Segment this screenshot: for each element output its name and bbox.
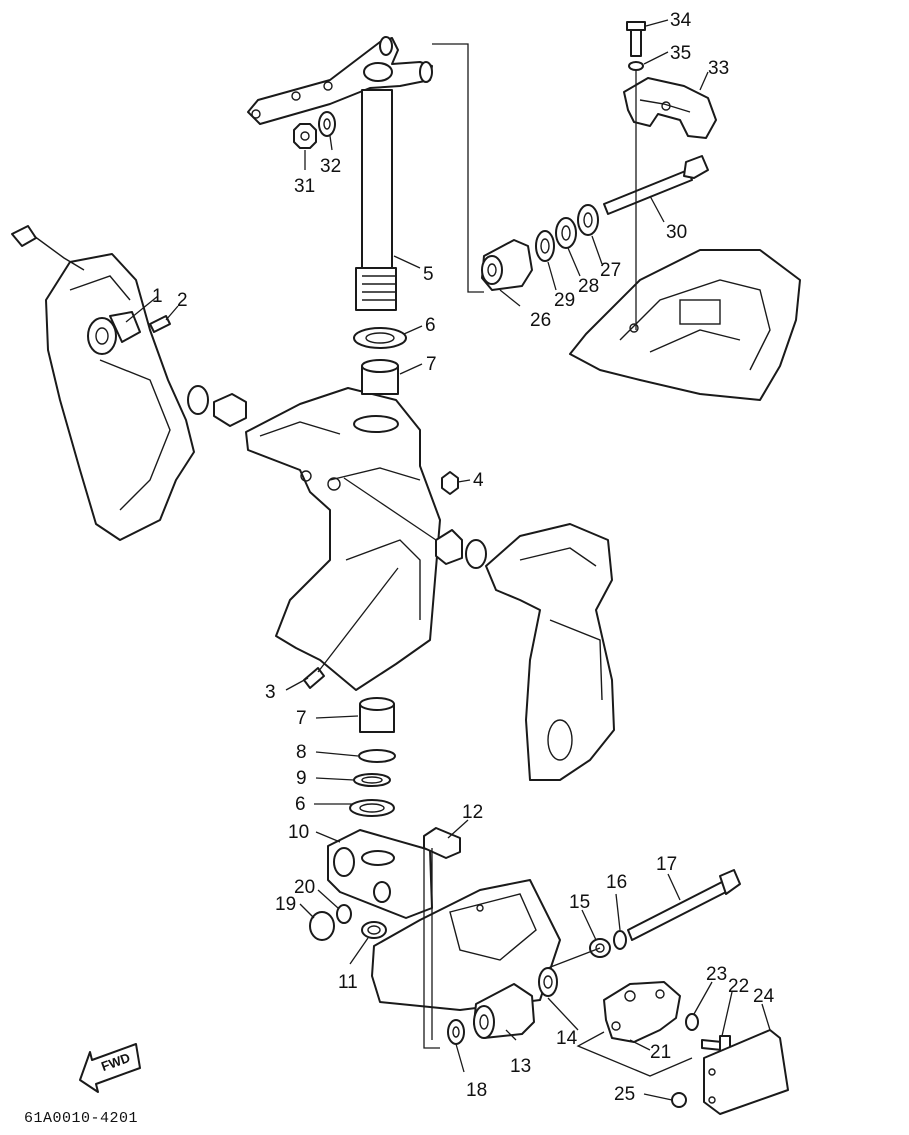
washer-27 bbox=[577, 204, 599, 236]
callout-6b: 6 bbox=[295, 794, 306, 815]
callout-31: 31 bbox=[294, 176, 315, 197]
bolt-34 bbox=[626, 21, 646, 57]
steering-arm bbox=[247, 36, 433, 125]
mount-cover-33 bbox=[623, 77, 717, 139]
nut-31 bbox=[293, 123, 317, 149]
callout-12: 12 bbox=[462, 802, 483, 823]
callout-5: 5 bbox=[423, 264, 434, 285]
callout-20: 20 bbox=[294, 877, 315, 898]
assembly-lines bbox=[317, 43, 693, 1077]
callout-28: 28 bbox=[578, 276, 599, 297]
callout-labels: 1 2 3 4 5 6 6 7 7 8 9 10 11 12 13 14 15 bbox=[125, 10, 775, 1105]
washer-28 bbox=[555, 217, 577, 249]
washer-29 bbox=[535, 230, 555, 262]
pivot-bushing-right bbox=[435, 529, 487, 569]
washer-18 bbox=[447, 1019, 465, 1045]
washer-32 bbox=[318, 111, 336, 137]
callout-22: 22 bbox=[728, 976, 749, 997]
screw-2 bbox=[149, 315, 171, 333]
callout-14: 14 bbox=[556, 1028, 578, 1049]
bushing-6-lower bbox=[349, 799, 395, 817]
bolt-30 bbox=[603, 155, 709, 215]
callout-34: 34 bbox=[670, 10, 692, 31]
bushing-7-lower bbox=[359, 697, 395, 733]
callout-10: 10 bbox=[288, 822, 309, 843]
callout-19: 19 bbox=[275, 894, 296, 915]
o-ring-8 bbox=[358, 749, 396, 763]
steering-shaft bbox=[355, 89, 397, 311]
trim-sensor-lead bbox=[11, 225, 141, 343]
callout-21: 21 bbox=[650, 1042, 671, 1063]
grease-nipple-3 bbox=[303, 667, 325, 689]
clamp-bracket-left bbox=[45, 253, 195, 541]
washer-14 bbox=[538, 967, 558, 997]
callout-25: 25 bbox=[614, 1084, 635, 1105]
callout-17: 17 bbox=[656, 854, 677, 875]
callout-23: 23 bbox=[706, 964, 727, 985]
swivel-bracket bbox=[245, 387, 441, 691]
washer-9 bbox=[353, 773, 391, 787]
callout-27: 27 bbox=[600, 260, 621, 281]
callout-18: 18 bbox=[466, 1080, 487, 1101]
callout-3: 3 bbox=[265, 682, 276, 703]
callout-7b: 7 bbox=[296, 708, 307, 729]
bushing-6-upper bbox=[353, 327, 407, 349]
lower-mount-housing-10 bbox=[327, 829, 433, 919]
bolt-17 bbox=[627, 869, 741, 941]
washer-16 bbox=[613, 930, 627, 950]
fwd-arrow: FWD bbox=[79, 1043, 141, 1093]
washer-23 bbox=[685, 1013, 699, 1031]
callout-15: 15 bbox=[569, 892, 590, 913]
nut-4 bbox=[441, 471, 459, 495]
callout-2: 2 bbox=[177, 290, 188, 311]
callout-7: 7 bbox=[426, 354, 437, 375]
mount-bracket-21 bbox=[603, 981, 681, 1043]
screw-25 bbox=[671, 1092, 687, 1108]
callout-9: 9 bbox=[296, 768, 307, 789]
cap-19 bbox=[309, 911, 335, 941]
callout-11: 11 bbox=[338, 972, 358, 993]
callout-13: 13 bbox=[510, 1056, 531, 1077]
callout-30: 30 bbox=[666, 222, 687, 243]
callout-32: 32 bbox=[320, 156, 341, 177]
callout-24: 24 bbox=[753, 986, 775, 1007]
callout-35: 35 bbox=[670, 43, 691, 64]
seal-11 bbox=[361, 921, 387, 939]
washer-35 bbox=[628, 61, 644, 71]
callout-26: 26 bbox=[530, 310, 551, 331]
callout-29: 29 bbox=[554, 290, 575, 311]
callout-1: 1 bbox=[152, 286, 163, 307]
callout-33: 33 bbox=[708, 58, 729, 79]
upper-mount-rubber-26 bbox=[481, 239, 533, 291]
pivot-bushing-left bbox=[187, 385, 247, 427]
bottom-cowling-upper bbox=[569, 249, 801, 401]
lower-mount-rubber-13 bbox=[473, 983, 535, 1039]
bushing-7-upper bbox=[361, 359, 399, 395]
callout-16: 16 bbox=[606, 872, 627, 893]
drawing-code: 61A0010-4201 bbox=[24, 1110, 138, 1127]
callout-4: 4 bbox=[473, 470, 484, 491]
clamp-bracket-right bbox=[485, 523, 615, 781]
callout-6: 6 bbox=[425, 315, 436, 336]
callout-8: 8 bbox=[296, 742, 307, 763]
washer-20 bbox=[336, 904, 352, 924]
